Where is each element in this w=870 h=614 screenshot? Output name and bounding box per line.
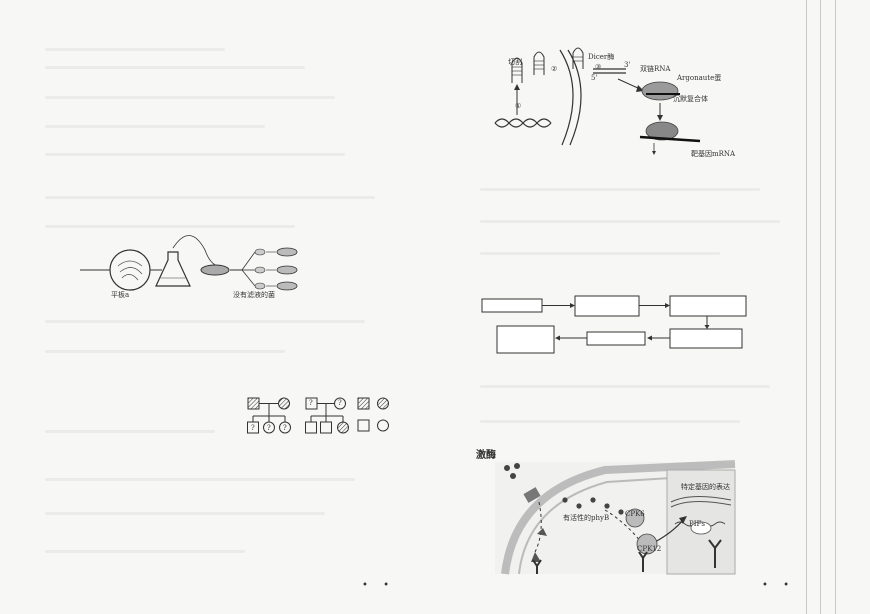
result-dish xyxy=(276,281,298,291)
phyb-protein xyxy=(531,552,541,562)
cpk-cluster xyxy=(636,533,658,555)
page-edge-line xyxy=(806,0,807,614)
faded-text-line xyxy=(45,153,345,156)
unknown-mark: ? xyxy=(309,399,313,407)
faded-text-line xyxy=(45,550,245,553)
faded-text-line xyxy=(480,188,760,191)
flow-box-2 xyxy=(574,295,640,317)
signal-path xyxy=(654,519,684,543)
step-1-marker: ① xyxy=(515,102,522,110)
affected-male-symbol xyxy=(247,397,260,410)
cleave-label: 切割 xyxy=(508,58,522,66)
cpk-label-2: CPK12 xyxy=(637,545,662,553)
result-label: 没有滤液的菌 xyxy=(233,291,275,299)
faded-text-line xyxy=(45,430,215,433)
unknown-mark: ? xyxy=(267,424,271,432)
phyb-signaling-figure xyxy=(495,460,736,575)
normal-male-symbol xyxy=(305,421,317,434)
argonaute-label: Argonaute蛋 xyxy=(677,74,722,82)
bacteria-culture-figure xyxy=(80,235,298,291)
transfer-curve xyxy=(172,235,219,267)
legend-normal-male xyxy=(357,419,370,432)
faded-text-line xyxy=(480,385,770,388)
target-mrna xyxy=(639,135,701,143)
hairpin-rna xyxy=(572,47,584,69)
affected-female-symbol xyxy=(337,421,349,434)
step-2-marker: ② xyxy=(551,65,558,73)
argonaute-protein xyxy=(641,81,679,101)
faded-text-line xyxy=(45,512,325,515)
unknown-male-symbol xyxy=(247,421,259,434)
affected-female-symbol xyxy=(278,397,290,410)
gene-expression-label: 特定基因的表达 xyxy=(681,483,730,491)
culture-flask xyxy=(155,251,191,287)
result-dish xyxy=(276,247,298,257)
page-footer-marks: • • xyxy=(362,580,395,591)
faded-text-line xyxy=(480,252,720,255)
step-3-marker: ③ xyxy=(595,63,602,71)
faded-text-line xyxy=(480,420,740,423)
legend-affected-female xyxy=(377,397,389,410)
faded-text-line xyxy=(480,220,780,223)
faded-text-line xyxy=(45,96,335,99)
silencing-complex xyxy=(645,121,679,141)
faded-text-line xyxy=(45,478,355,481)
unknown-female-symbol xyxy=(279,421,291,434)
dsrna-end-5: 5' xyxy=(591,74,598,82)
phyb-protein xyxy=(537,528,547,536)
page-footer-marks: • • xyxy=(762,580,795,591)
cpk-label: CPK6 xyxy=(625,510,645,518)
dicer-label: Dicer酶 xyxy=(588,53,615,61)
plate-a xyxy=(109,249,151,291)
unknown-female-symbol xyxy=(263,421,275,434)
legend-normal-female xyxy=(377,419,389,432)
faded-text-line xyxy=(45,66,305,69)
nuclear-membrane xyxy=(567,49,582,146)
silencing-complex-label: 沉默复合体 xyxy=(673,95,708,103)
receptor-y xyxy=(638,551,648,572)
dsrna-end-3: 3' xyxy=(624,61,631,69)
unknown-mark: ? xyxy=(283,424,287,432)
flow-box-3 xyxy=(669,295,747,317)
faded-text-line xyxy=(45,196,375,199)
receptor-y xyxy=(708,539,722,568)
pifs-label: PIFs xyxy=(689,520,705,528)
hairpin-rna xyxy=(533,51,545,75)
rnai-diagram xyxy=(494,47,701,155)
flow-box-1 xyxy=(481,298,543,313)
faded-text-line xyxy=(45,225,295,228)
dsrna-label: 双链RNA xyxy=(640,65,671,73)
filter-dish xyxy=(200,264,230,276)
faded-text-line xyxy=(45,48,225,51)
pedigree-figure xyxy=(247,397,389,434)
page-edge-line xyxy=(820,0,821,614)
blank-flowchart xyxy=(481,295,747,354)
flow-box-5 xyxy=(586,331,646,346)
active-phyb-label: 有活性的phyB xyxy=(563,514,610,522)
plate-a-label: 平板a xyxy=(111,291,130,299)
legend-affected-male xyxy=(357,397,370,410)
faded-text-line xyxy=(45,350,285,353)
section-title-kinase: 激酶 xyxy=(476,450,496,461)
flow-box-6 xyxy=(496,325,555,354)
receptor-y xyxy=(532,559,542,574)
unknown-mark: ? xyxy=(251,424,255,432)
result-dish xyxy=(276,265,298,275)
hairpin-rna xyxy=(511,57,523,83)
nuclear-membrane xyxy=(559,49,574,146)
page-edge-line xyxy=(835,0,836,614)
normal-male-symbol xyxy=(320,421,332,434)
pifs-protein xyxy=(690,521,712,535)
faded-text-line xyxy=(45,125,265,128)
flow-box-4 xyxy=(669,328,743,349)
target-mrna-label: 靶基因mRNA xyxy=(691,150,736,158)
faded-text-line xyxy=(45,320,365,323)
unknown-mark: ? xyxy=(338,399,342,407)
membrane-receptor xyxy=(523,487,541,503)
